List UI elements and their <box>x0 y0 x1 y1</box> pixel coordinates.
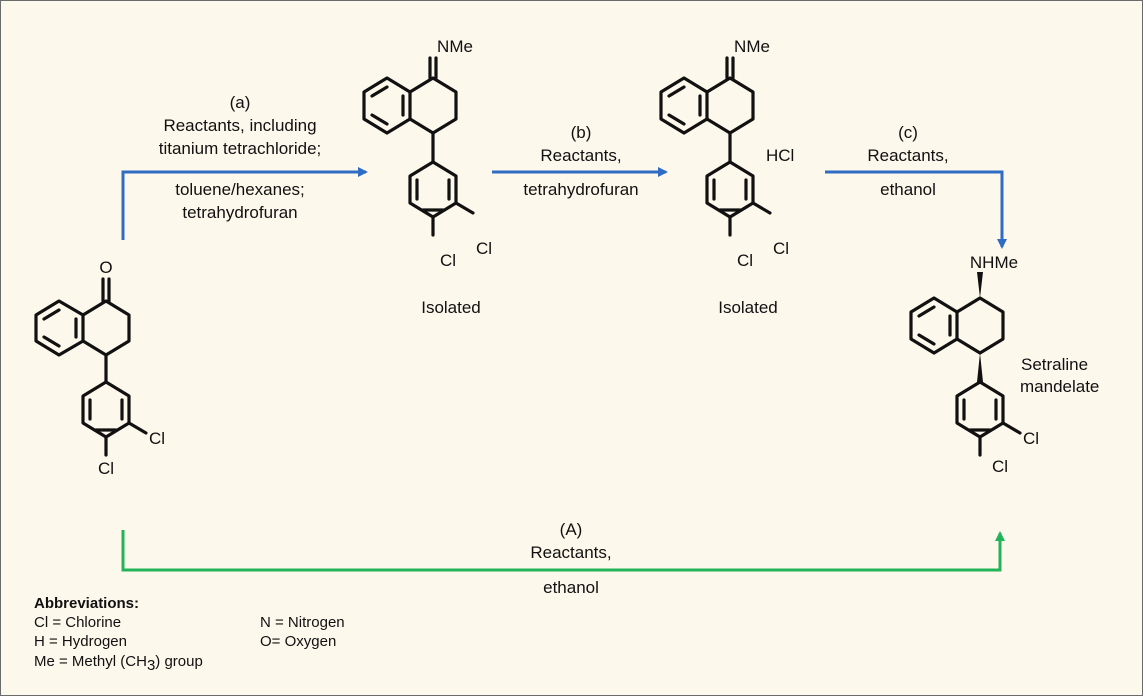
nme-label-2: NMe <box>734 37 770 56</box>
intermediate-imine: NMe Cl Cl Isolated <box>362 37 492 317</box>
svg-text:Reactants,: Reactants, <box>530 543 611 562</box>
product-sertraline: NHMe Cl Cl Setraline mandelate <box>909 253 1099 476</box>
arrow-step-A <box>121 530 1005 572</box>
svg-text:tetrahydrofuran: tetrahydrofuran <box>182 203 297 222</box>
chlorine-label-1b: Cl <box>440 251 456 270</box>
svg-text:Reactants,: Reactants, <box>540 146 621 165</box>
nme-label-1: NMe <box>437 37 473 56</box>
starting-ketone: O Cl Cl <box>34 258 165 478</box>
nhme-label: NHMe <box>970 253 1018 272</box>
abbr-methyl: Me = Methyl (CH3) group <box>34 653 203 674</box>
svg-text:Reactants, including: Reactants, including <box>163 116 316 135</box>
svg-text:Reactants,: Reactants, <box>867 146 948 165</box>
isolated-caption-1: Isolated <box>421 298 481 317</box>
svg-text:(a): (a) <box>230 93 251 112</box>
svg-text:(b): (b) <box>571 123 592 142</box>
product-name-line1: Setraline <box>1021 355 1088 374</box>
abbr-hydrogen: H = Hydrogen <box>34 633 127 650</box>
abbr-chlorine: Cl = Chlorine <box>34 614 121 631</box>
isolated-caption-2: Isolated <box>718 298 778 317</box>
step-b-label: (b) Reactants, tetrahydrofuran <box>523 123 638 199</box>
intermediate-imine-hcl: NMe HCl Cl Cl Isolated <box>659 37 794 317</box>
svg-text:tetrahydrofuran: tetrahydrofuran <box>523 180 638 199</box>
chlorine-label-para: Cl <box>98 459 114 478</box>
svg-text:ethanol: ethanol <box>543 578 599 597</box>
step-a-label: (a) Reactants, including titanium tetrac… <box>159 93 322 222</box>
abbr-nitrogen: N = Nitrogen <box>260 614 345 631</box>
chlorine-label-1a: Cl <box>476 239 492 258</box>
chlorine-label-3a: Cl <box>1023 429 1039 448</box>
abbreviations-heading: Abbreviations: <box>34 595 139 612</box>
chlorine-label-3b: Cl <box>992 457 1008 476</box>
svg-text:(c): (c) <box>898 123 918 142</box>
abbreviations-legend: Abbreviations: Cl = Chlorine H = Hydroge… <box>34 595 345 674</box>
step-A-label: (A) Reactants, ethanol <box>530 520 611 597</box>
oxygen-label: O <box>99 258 112 277</box>
abbr-oxygen: O= Oxygen <box>260 633 336 650</box>
arrow-step-a <box>121 167 368 240</box>
chlorine-label-meta: Cl <box>149 429 165 448</box>
step-c-label: (c) Reactants, ethanol <box>867 123 948 199</box>
svg-text:(A): (A) <box>560 520 583 539</box>
svg-text:toluene/hexanes;: toluene/hexanes; <box>175 180 305 199</box>
arrow-step-c <box>825 170 1007 249</box>
svg-text:ethanol: ethanol <box>880 180 936 199</box>
chlorine-label-2b: Cl <box>737 251 753 270</box>
svg-text:titanium tetrachloride;: titanium tetrachloride; <box>159 139 322 158</box>
hcl-label: HCl <box>766 146 794 165</box>
product-name-line2: mandelate <box>1020 377 1099 396</box>
chlorine-label-2a: Cl <box>773 239 789 258</box>
